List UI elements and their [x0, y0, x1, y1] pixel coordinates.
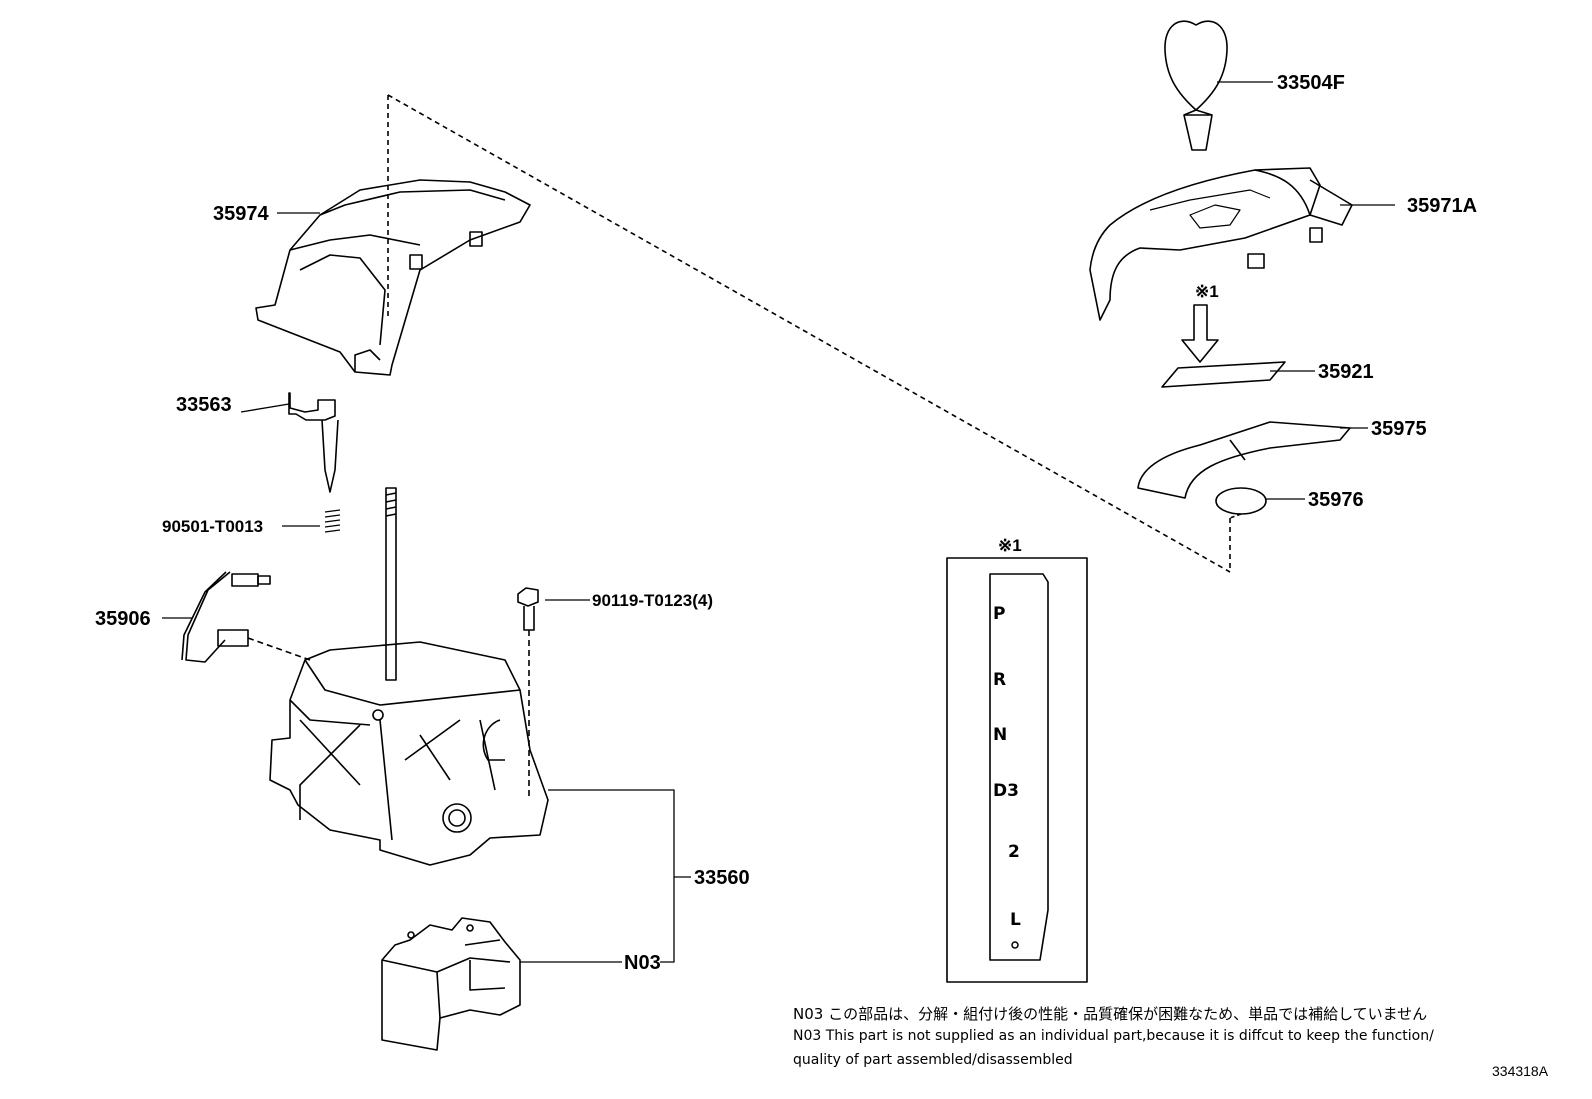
- spring-90501: [324, 509, 341, 533]
- note-japanese: N03 この部品は、分解・組付け後の性能・品質確保が困難なため、単品では補給して…: [793, 1005, 1428, 1023]
- disc-35976: [1215, 487, 1267, 515]
- figure-number: 334318A: [1492, 1063, 1549, 1079]
- plate-35921: [1161, 361, 1286, 388]
- part-N03: [381, 917, 521, 1051]
- shift-indicator-housing: [1089, 167, 1353, 321]
- label-35976: 35976: [1308, 489, 1364, 511]
- gate-position-R: R: [993, 670, 1006, 690]
- shift-knob: [1164, 20, 1228, 151]
- label-33560: 33560: [694, 867, 750, 889]
- arrow-ref-mark: ※1: [1195, 282, 1219, 301]
- note-english-line1: N03 This part is not supplied as an indi…: [793, 1028, 1434, 1044]
- pin-33563: [288, 392, 339, 493]
- gate-position-2: 2: [1008, 842, 1020, 862]
- shift-lever-rod: [385, 487, 397, 681]
- gate-indicator: [946, 557, 1088, 983]
- bolt-90119: [517, 587, 539, 800]
- gate-positions: P R N D3 2 L: [993, 604, 1021, 930]
- label-35975: 35975: [1371, 418, 1427, 440]
- label-N03: N03: [624, 952, 661, 974]
- label-33563: 33563: [176, 394, 232, 416]
- direction-arrow: [1181, 304, 1219, 363]
- gate-position-P: P: [993, 604, 1005, 624]
- cover-35975: [1137, 421, 1351, 499]
- label-35921: 35921: [1318, 361, 1374, 383]
- gate-position-L: L: [1010, 910, 1021, 930]
- label-35974: 35974: [213, 203, 269, 225]
- gate-ref-mark: ※1: [998, 536, 1022, 555]
- gate-dot: [1011, 941, 1019, 949]
- label-35971A: 35971A: [1407, 195, 1477, 217]
- label-35906: 35906: [95, 608, 151, 630]
- leader-lines: [162, 81, 1395, 963]
- shift-lever-assembly: [269, 641, 549, 866]
- label-90501-T0013: 90501-T0013: [162, 517, 263, 536]
- gate-position-D3: D3: [993, 781, 1019, 801]
- label-33504F: 33504F: [1277, 72, 1345, 94]
- part-labels: 33504F 35971A 35921 35975 35976 35974 33…: [95, 72, 1477, 974]
- label-90119-T0123: 90119-T0123(4): [592, 591, 713, 610]
- note-english-line2: quality of part assembled/disassembled: [793, 1052, 1073, 1068]
- dashed-frame-diagonal: [387, 94, 1231, 573]
- harness-35906: [181, 571, 311, 663]
- gate-position-N: N: [993, 725, 1007, 745]
- bracket-35974: [255, 179, 531, 376]
